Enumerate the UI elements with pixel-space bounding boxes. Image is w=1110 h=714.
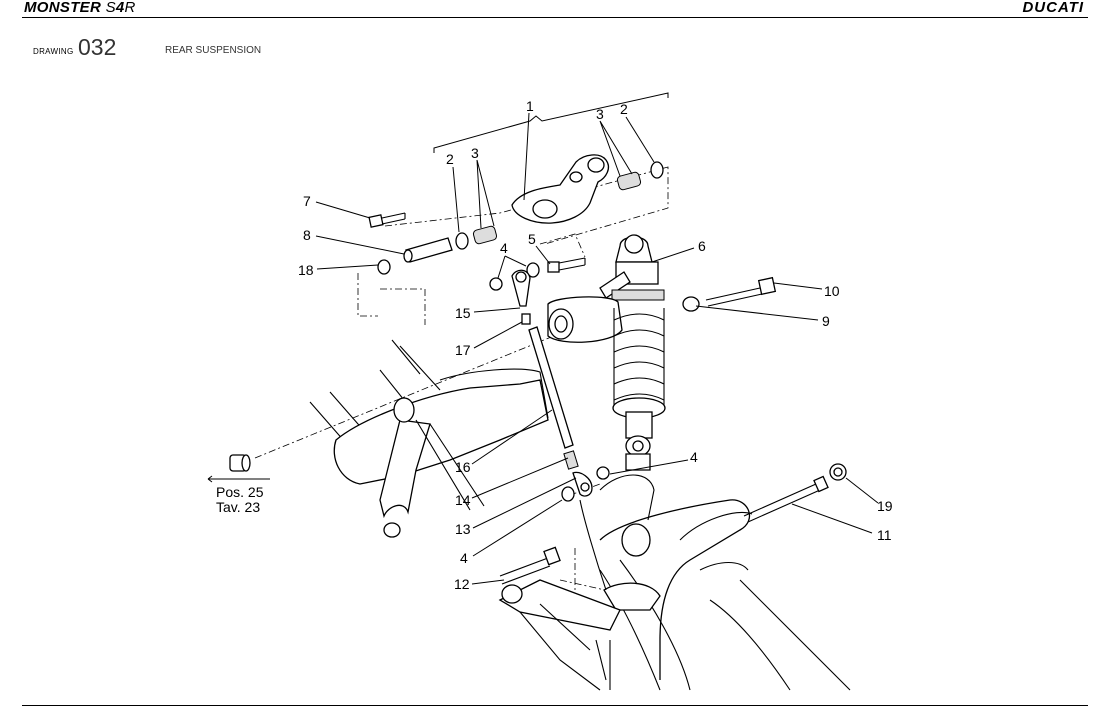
screw-10	[705, 276, 777, 307]
callout-16: 16	[455, 459, 471, 475]
screw-11	[743, 475, 829, 523]
callout-2-left: 2	[446, 151, 454, 167]
tie-rod-assembly	[511, 269, 593, 497]
callout-9: 9	[822, 313, 830, 329]
callout-12: 12	[454, 576, 470, 592]
callout-17: 17	[455, 342, 471, 358]
callout-10: 10	[824, 283, 840, 299]
callout-13: 13	[455, 521, 471, 537]
drawing-label: DRAWING	[33, 47, 74, 56]
callout-3-left: 3	[471, 145, 479, 161]
model-name: MONSTER S4R	[24, 0, 136, 16]
callout-19: 19	[877, 498, 893, 514]
manufacturer-logo: DUCATI	[1022, 0, 1084, 16]
reference-table: Tav. 23	[216, 499, 260, 515]
washer-left	[455, 232, 469, 250]
callout-15: 15	[455, 305, 471, 321]
callout-14: 14	[455, 492, 471, 508]
bushing-18	[377, 259, 391, 275]
header-rule	[22, 17, 1088, 18]
model-prefix: S	[105, 0, 116, 16]
model-suffix: R	[124, 0, 136, 16]
callout-5: 5	[528, 231, 536, 247]
brand-name: MONSTER	[24, 0, 102, 16]
shock-absorber	[547, 234, 666, 471]
swingarm-section	[498, 474, 851, 691]
spacer-8	[405, 237, 453, 263]
cap-19	[829, 463, 847, 481]
drawing-number: 032	[78, 34, 117, 60]
frame-section	[309, 339, 549, 538]
callout-7: 7	[303, 193, 311, 209]
callout-4-top: 4	[500, 240, 508, 256]
screw-7	[368, 212, 406, 228]
reference-position: Pos. 25	[216, 484, 264, 500]
rocker-arm	[511, 154, 610, 224]
callout-1: 1	[526, 98, 534, 114]
callout-18: 18	[298, 262, 314, 278]
reference-bushing	[229, 454, 251, 472]
drawing-title: REAR SUSPENSION	[165, 45, 262, 56]
callout-4-bottom: 4	[460, 550, 468, 566]
needle-bearing-left	[472, 225, 498, 245]
needle-bearing-right	[616, 171, 642, 191]
model-number: 4	[115, 0, 125, 16]
callout-11: 11	[877, 527, 892, 543]
screw-12	[499, 546, 561, 585]
footer-rule	[22, 705, 1088, 706]
group-bracket	[433, 92, 669, 153]
callout-3-right: 3	[596, 106, 604, 122]
model-code: S4R	[106, 0, 136, 16]
callout-6: 6	[698, 238, 706, 254]
callout-8: 8	[303, 227, 311, 243]
callout-2-right: 2	[620, 101, 628, 117]
screw-5	[547, 257, 586, 273]
callout-4-right: 4	[690, 449, 698, 465]
washer-9	[682, 296, 700, 312]
washer-right	[650, 161, 664, 179]
